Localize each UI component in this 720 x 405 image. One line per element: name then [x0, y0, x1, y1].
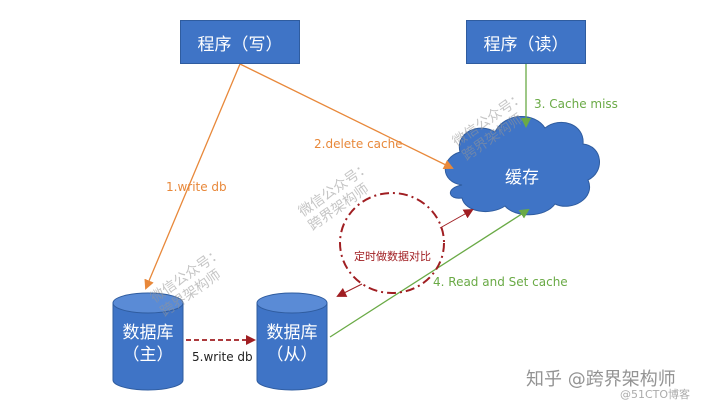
slave-db-cylinder [256, 292, 328, 391]
delete-cache-label: 2.delete cache [314, 137, 403, 151]
compare-arrow-up [439, 209, 474, 229]
master-db-label-line1: 数据库 [122, 323, 174, 343]
write-db-arrow [144, 63, 241, 290]
writer-program-box: 程序（写） [180, 20, 300, 64]
compare-loop [339, 192, 445, 294]
slave-db-label-line2: （从） [266, 345, 318, 365]
replicate-label: 5.write db [192, 350, 253, 364]
cache-cloud-shape [444, 115, 600, 216]
write-db-label: 1.write db [166, 180, 227, 194]
compare-label: 定时做数据对比 [354, 250, 431, 263]
blog-credit: @51CTO博客 [620, 388, 691, 401]
reader-program-box: 程序（读） [466, 20, 586, 64]
delete-cache-arrow [239, 63, 454, 169]
slave-db-label-line1: 数据库 [266, 323, 318, 343]
slave-db-label: 数据库 （从） [252, 322, 332, 366]
cache-label: 缓存 [505, 168, 539, 188]
compare-arrow-down [336, 283, 363, 297]
master-db-cylinder [112, 292, 184, 391]
master-db-label: 数据库 （主） [108, 322, 188, 366]
read-set-cache-arrow [329, 208, 530, 338]
master-db-label-line2: （主） [122, 345, 174, 365]
zhihu-credit: 知乎 @跨界架构师 [526, 369, 676, 390]
cache-miss-label: 3. Cache miss [534, 97, 618, 111]
reader-program-label: 程序（读） [483, 34, 569, 55]
writer-program-label: 程序（写） [197, 34, 283, 55]
read-set-cache-label: 4. Read and Set cache [433, 275, 568, 289]
